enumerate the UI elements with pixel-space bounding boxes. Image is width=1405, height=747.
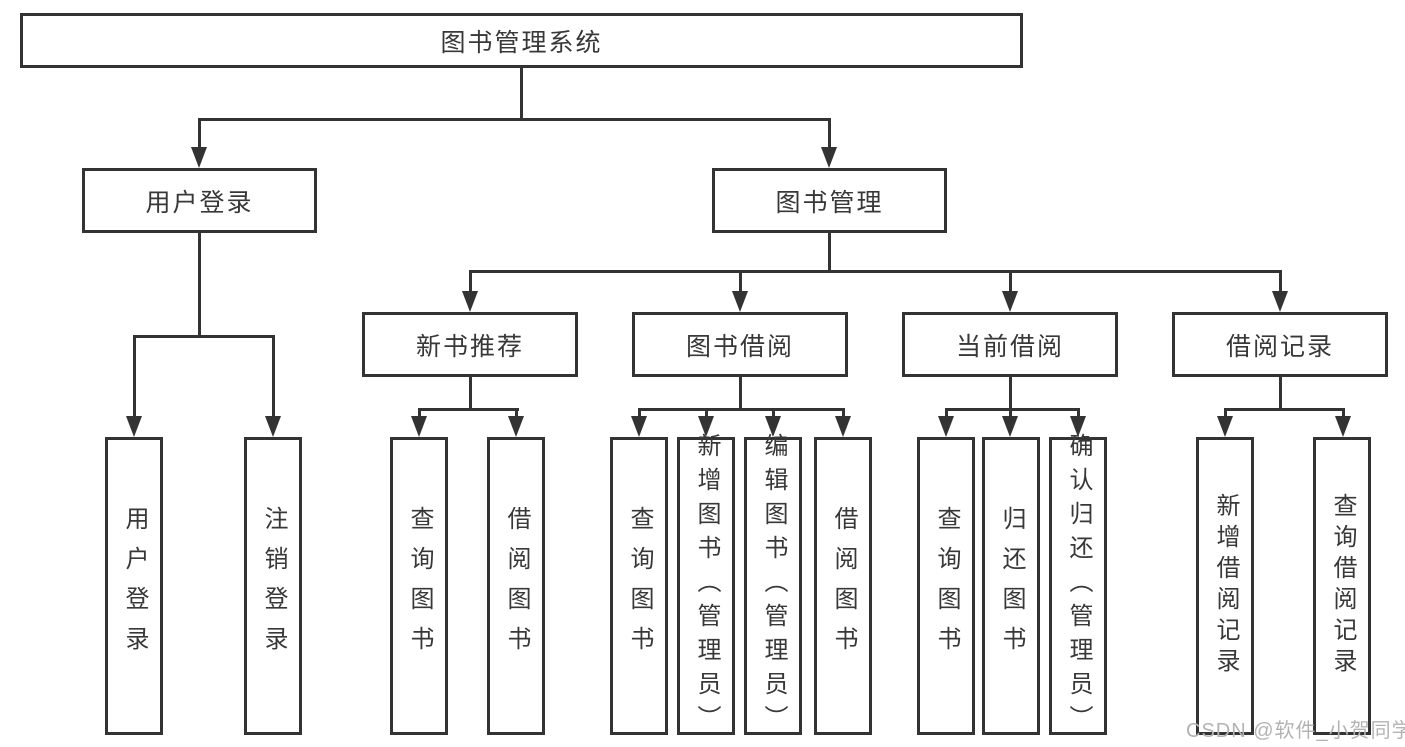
connector-line xyxy=(739,270,742,295)
connector-line xyxy=(1224,408,1227,420)
leaf-label: 确认归还（管理员） xyxy=(1065,433,1092,739)
leaf-label: 查询图书 xyxy=(933,506,960,666)
connector-line xyxy=(198,233,201,337)
connector-line xyxy=(1224,408,1345,411)
arrow-down-icon xyxy=(191,147,207,168)
connector-line xyxy=(828,233,831,273)
node-new-book-recommend: 新书推荐 xyxy=(362,312,578,377)
arrow-down-icon xyxy=(1335,416,1351,437)
node-borrow-records: 借阅记录 xyxy=(1172,312,1388,377)
leaf-bb-add-books-admin: 新增图书（管理员） xyxy=(677,433,735,739)
arrow-down-icon xyxy=(462,291,478,312)
connector-line xyxy=(828,118,831,151)
connector-line xyxy=(1342,408,1345,420)
leaf-label: 注销登录 xyxy=(260,506,287,666)
connector-line xyxy=(1279,377,1282,410)
leaf-bb-edit-books-admin: 编辑图书（管理员） xyxy=(744,433,802,739)
node-book-borrow: 图书借阅 xyxy=(632,312,848,377)
leaf-user-login: 用户登录 xyxy=(105,437,163,735)
leaf-br-add-record: 新增借阅记录 xyxy=(1196,437,1254,735)
arrow-down-icon xyxy=(1070,416,1086,437)
connector-line xyxy=(272,335,275,419)
connector-line xyxy=(772,408,775,420)
connector-line xyxy=(515,408,518,420)
arrow-down-icon xyxy=(265,416,281,437)
connector-line xyxy=(945,408,948,420)
connector-line xyxy=(418,408,519,411)
leaf-label: 查询图书 xyxy=(626,506,653,666)
arrow-down-icon xyxy=(411,416,427,437)
arrow-down-icon xyxy=(1002,416,1018,437)
connector-line xyxy=(739,377,742,410)
arrow-down-icon xyxy=(938,416,954,437)
connector-line xyxy=(1009,270,1012,295)
node-user-login: 用户登录 xyxy=(82,168,317,233)
connector-line xyxy=(638,408,845,411)
arrow-down-icon xyxy=(835,416,851,437)
arrow-down-icon xyxy=(1272,291,1288,312)
connector-line xyxy=(198,118,201,151)
node-current-borrow: 当前借阅 xyxy=(902,312,1118,377)
leaf-label: 新增图书（管理员） xyxy=(693,433,720,739)
connector-line xyxy=(1279,270,1282,295)
leaf-label: 编辑图书（管理员） xyxy=(760,433,787,739)
connector-line xyxy=(520,68,523,121)
leaf-label: 归还图书 xyxy=(998,506,1025,666)
connector-line xyxy=(1009,408,1012,420)
leaf-label: 借阅图书 xyxy=(503,506,530,666)
leaf-label: 查询图书 xyxy=(406,506,433,666)
arrow-down-icon xyxy=(821,147,837,168)
leaf-nb-query-books: 查询图书 xyxy=(390,437,448,735)
arrow-down-icon xyxy=(508,416,524,437)
arrow-down-icon xyxy=(765,416,781,437)
node-book-management: 图书管理 xyxy=(712,168,947,233)
arrow-down-icon xyxy=(698,416,714,437)
node-library-system: 图书管理系统 xyxy=(20,13,1023,68)
csdn-watermark: CSDN @软件_小贺同学 xyxy=(1186,720,1405,742)
connector-line xyxy=(705,408,708,420)
arrow-down-icon xyxy=(1002,291,1018,312)
connector-line xyxy=(1009,377,1012,410)
leaf-label: 借阅图书 xyxy=(830,506,857,666)
arrow-down-icon xyxy=(631,416,647,437)
connector-line xyxy=(198,118,830,121)
connector-line xyxy=(945,408,1080,411)
leaf-bb-query-books: 查询图书 xyxy=(610,437,668,735)
leaf-label: 新增借阅记录 xyxy=(1212,493,1239,679)
leaf-label: 查询借阅记录 xyxy=(1329,493,1356,679)
leaf-cb-return-books: 归还图书 xyxy=(982,437,1040,735)
connector-line xyxy=(418,408,421,420)
connector-line xyxy=(469,270,472,295)
arrow-down-icon xyxy=(1217,416,1233,437)
leaf-bb-borrow-books: 借阅图书 xyxy=(814,437,872,735)
connector-line xyxy=(469,377,472,410)
connector-line xyxy=(133,335,274,338)
connector-line xyxy=(1077,408,1080,420)
arrow-down-icon xyxy=(126,416,142,437)
leaf-cb-confirm-return-admin: 确认归还（管理员） xyxy=(1049,433,1107,739)
connector-line xyxy=(638,408,641,420)
leaf-cb-query-books: 查询图书 xyxy=(917,437,975,735)
connector-line xyxy=(469,270,1282,273)
leaf-nb-borrow-books: 借阅图书 xyxy=(487,437,545,735)
connector-line xyxy=(133,335,136,419)
leaf-label: 用户登录 xyxy=(121,506,148,666)
connector-line xyxy=(842,408,845,420)
arrow-down-icon xyxy=(732,291,748,312)
leaf-logout: 注销登录 xyxy=(244,437,302,735)
leaf-br-query-record: 查询借阅记录 xyxy=(1313,437,1371,735)
